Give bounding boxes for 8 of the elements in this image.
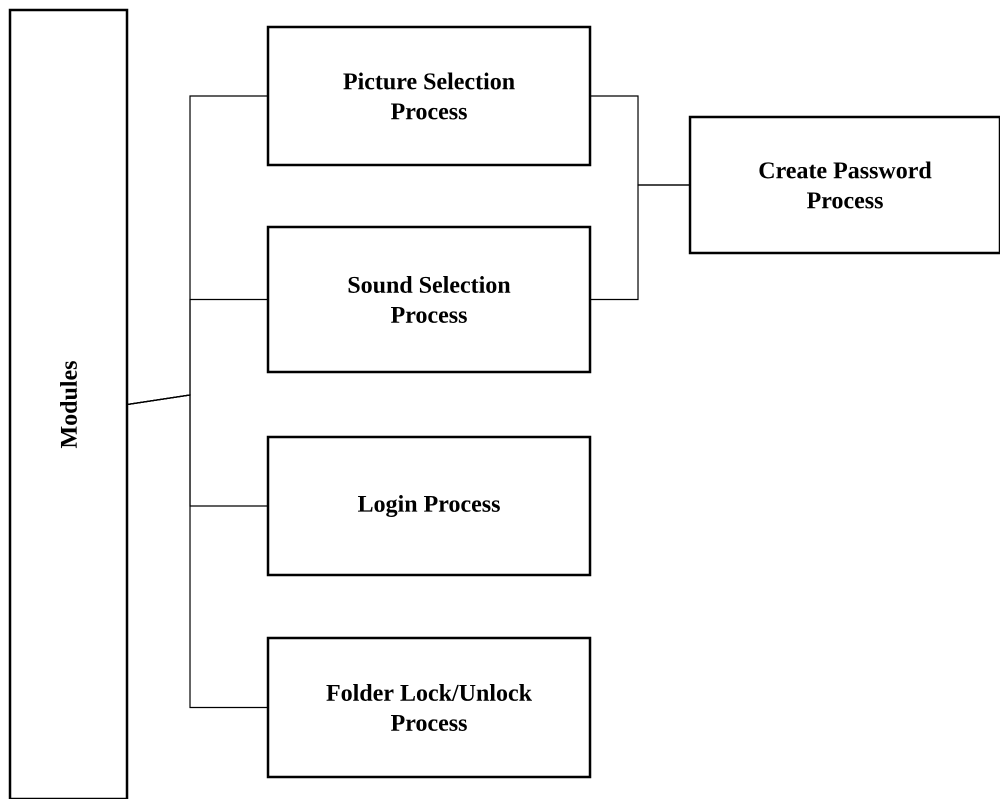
process-box: Create Password Process [688, 116, 1000, 254]
process-box: Login Process [266, 436, 592, 576]
process-box: Picture Selection Process [266, 26, 592, 166]
vertical-box: Modules [8, 8, 128, 799]
connector [127, 394, 268, 708]
connector [590, 184, 690, 300]
process-box: Folder Lock/Unlock Process [266, 636, 592, 778]
process-box: Sound Selection Process [266, 226, 592, 374]
